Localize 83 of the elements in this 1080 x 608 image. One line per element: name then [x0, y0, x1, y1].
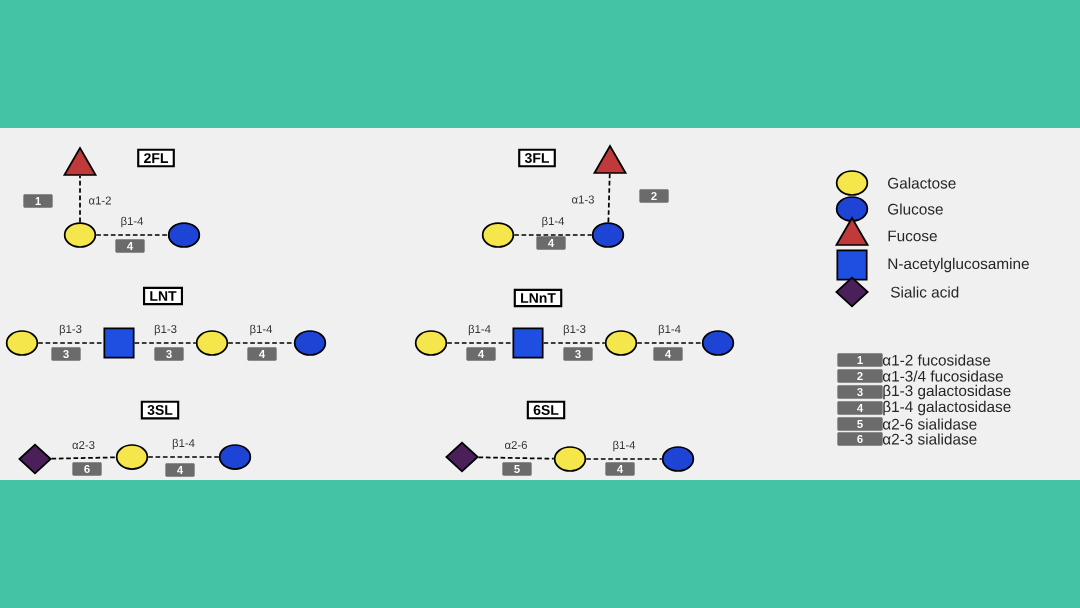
number-badge: 4	[115, 239, 145, 253]
number-badge: 1	[837, 353, 883, 367]
edge-label: β1-4	[172, 438, 195, 450]
number-badge: 6	[72, 462, 102, 476]
edge-label: β1-3	[563, 324, 586, 336]
number-badge: 3	[154, 347, 184, 361]
number-badge: 3	[837, 385, 883, 399]
edge-label: β1-4	[658, 324, 681, 336]
number-badge: 2	[837, 369, 883, 383]
connector-line	[133, 342, 197, 344]
legend-text: Fucose	[888, 230, 937, 242]
diamond-symbol	[445, 441, 479, 473]
connector-line	[50, 456, 117, 460]
connector-line	[227, 342, 295, 344]
number-badge: 2	[639, 189, 669, 203]
connector-line	[513, 234, 593, 236]
title-box: 2FL	[137, 148, 175, 168]
legend-text: α2-6 sialidase	[882, 418, 977, 430]
circle-symbol	[661, 446, 695, 472]
circle-symbol	[218, 444, 252, 470]
circle-symbol	[115, 444, 149, 470]
connector-line	[542, 342, 606, 344]
number-badge: 4	[653, 347, 683, 361]
number-badge: 6	[837, 432, 883, 446]
connector-line	[477, 456, 555, 460]
number-badge: 4	[605, 462, 635, 476]
number-badge: 5	[837, 417, 883, 431]
square-symbol	[512, 327, 544, 359]
connector-line	[147, 456, 220, 458]
circle-symbol	[195, 330, 229, 356]
number-badge: 4	[837, 401, 883, 415]
title-box: 6SL	[526, 400, 566, 420]
legend-text: α2-3 sialidase	[882, 433, 977, 445]
edge-label: β1-3	[59, 324, 82, 336]
number-badge: 4	[536, 236, 566, 250]
number-badge: 5	[502, 462, 532, 476]
edge-label: β1-3	[154, 324, 177, 336]
title-box: 3FL	[518, 148, 556, 168]
edge-label: β1-4	[250, 324, 273, 336]
legend-text: β1-3 galactosidase	[883, 384, 1011, 400]
connector-line	[607, 173, 611, 223]
edge-label: β1-4	[613, 440, 636, 452]
circle-symbol	[604, 330, 638, 356]
legend-text: Sialic acid	[890, 286, 959, 298]
circle-symbol	[481, 222, 515, 248]
number-badge: 3	[563, 347, 593, 361]
edge-label: β1-4	[468, 324, 491, 336]
edge-label: β1-4	[121, 216, 144, 228]
circle-symbol	[167, 222, 201, 248]
connector-line	[636, 342, 703, 344]
circle-symbol	[414, 330, 448, 356]
number-badge: 4	[165, 463, 195, 477]
title-box: 3SL	[140, 400, 180, 420]
diamond-symbol	[18, 443, 52, 475]
circle-symbol	[5, 330, 39, 356]
edge-label: α1-3	[572, 195, 594, 204]
connector-line	[37, 342, 105, 344]
edge-label: α1-2	[89, 196, 111, 205]
circle-symbol	[701, 330, 735, 356]
legend-text: α1-3/4 fucosidase	[882, 370, 1003, 382]
number-badge: 1	[23, 194, 53, 208]
circle-symbol	[293, 330, 327, 356]
edge-label: β1-4	[542, 216, 565, 228]
edge-label: α2-3	[72, 441, 95, 449]
legend-text: β1-4 galactosidase	[883, 400, 1011, 416]
connector-line	[79, 175, 81, 223]
circle-symbol	[63, 222, 97, 248]
connector-line	[446, 342, 514, 344]
number-badge: 3	[51, 347, 81, 361]
connector-line	[585, 458, 663, 460]
legend-text: N-acetylglucosamine	[888, 257, 1029, 273]
legend-text: Galactose	[888, 177, 956, 189]
circle-symbol	[591, 222, 625, 248]
legend-text: α1-2 fucosidase	[882, 354, 991, 366]
number-badge: 4	[466, 347, 496, 361]
connector-line	[95, 234, 169, 236]
legend-text: Glucose	[888, 203, 943, 215]
edge-label: α2-6	[505, 441, 527, 449]
circle-symbol	[553, 446, 587, 472]
square-symbol	[103, 327, 135, 359]
number-badge: 4	[247, 347, 277, 361]
title-box: LNT	[143, 286, 183, 306]
title-box: LNnT	[513, 288, 563, 308]
